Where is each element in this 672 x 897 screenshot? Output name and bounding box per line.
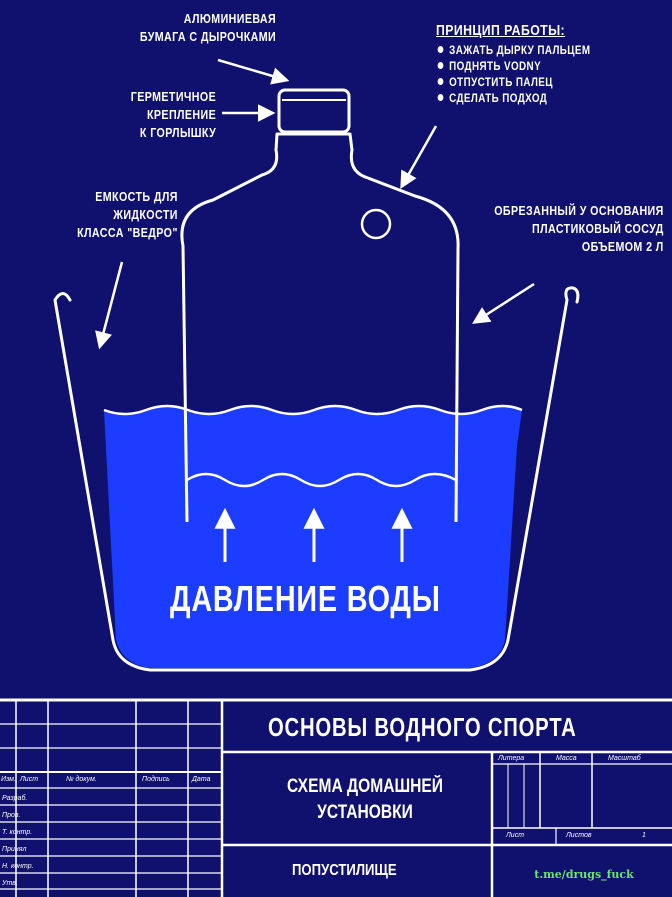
stamp-column-header: Подпись [142, 776, 170, 783]
stamp-name: ПОПУСТИЛИЩЕ [292, 862, 397, 879]
stamp-column-header: № докум. [66, 776, 97, 783]
stamp-subtitle: СХЕМА ДОМАШНЕЙ УСТАНОВКИ [287, 776, 443, 823]
stamp-row-label: Т. контр. [2, 829, 33, 836]
watermark: t.me/drugs_fuck [534, 868, 634, 881]
bottle-water-level [186, 472, 457, 488]
callout-arrows [95, 58, 535, 350]
bottle-cap [277, 88, 351, 134]
stamp-row-label: Пров. [2, 812, 21, 819]
principle-steps: ЗАЖАТЬ ДЫРКУ ПАЛЬЦЕМ ПОДНЯТЬ VODNY ОТПУС… [436, 42, 590, 106]
stamp-sheet-label: Лист [506, 832, 525, 839]
principle-step: ЗАЖАТЬ ДЫРКУ ПАЛЬЦЕМ [436, 42, 590, 58]
stamp-column-header: Лист [20, 776, 39, 783]
bucket-arrow [95, 261, 124, 350]
stamp-row-label: Разраб. [2, 795, 28, 802]
bottle-outline [180, 132, 460, 523]
principle-step: ПОДНЯТЬ VODNY [436, 58, 590, 74]
stamp-row-label: Утв. [2, 880, 18, 887]
stamp-column-header: Изм. [1, 776, 16, 783]
seal-label: ГЕРМЕТИЧНОЕ КРЕПЛЕНИЕ К ГОРЛЫШКУ [130, 89, 216, 140]
bottle-label: ОБРЕЗАННЫЙ У ОСНОВАНИЯ ПЛАСТИКОВЫЙ СОСУД… [494, 203, 664, 254]
principle-arrow [400, 125, 438, 190]
stamp-row-label: Н. контр. [2, 863, 34, 870]
principle-block: ПРИНЦИП РАБОТЫ: ЗАЖАТЬ ДЫРКУ ПАЛЬЦЕМ ПОД… [436, 22, 590, 106]
foil-arrow [217, 58, 290, 85]
pressure-arrows [214, 507, 413, 562]
pressure-label: ДАВЛЕНИЕ ВОДЫ [170, 578, 441, 619]
stamp-sheets-label: Листов [566, 832, 592, 839]
stamp-title: ОСНОВЫ ВОДНОГО СПОРТА [268, 712, 577, 742]
principle-step: СДЕЛАТЬ ПОДХОД [436, 90, 590, 106]
water-surface [103, 404, 523, 416]
bucket-label: ЕМКОСТЬ ДЛЯ ЖИДКОСТИ КЛАССА "ВЕДРО" [77, 189, 178, 240]
stamp-right-header: Масса [556, 755, 577, 762]
principle-title: ПРИНЦИП РАБОТЫ: [436, 22, 566, 39]
principle-step: ОТПУСТИТЬ ПАЛЕЦ [436, 74, 590, 90]
stamp-row-label: Принял [2, 846, 27, 853]
bucket-outline [53, 286, 580, 672]
stamp-right-header: Масштаб [608, 755, 641, 762]
foil-label: АЛЮМИНИЕВАЯ БУМАГА С ДЫРОЧКАМИ [139, 11, 276, 44]
bottle-hole [360, 208, 392, 240]
stamp-right-header: Литера [498, 755, 525, 762]
bottle-arrow [472, 282, 535, 324]
title-block [0, 698, 672, 897]
stamp-column-header: Дата [192, 776, 211, 783]
stamp-sheets-value: 1 [642, 832, 646, 839]
